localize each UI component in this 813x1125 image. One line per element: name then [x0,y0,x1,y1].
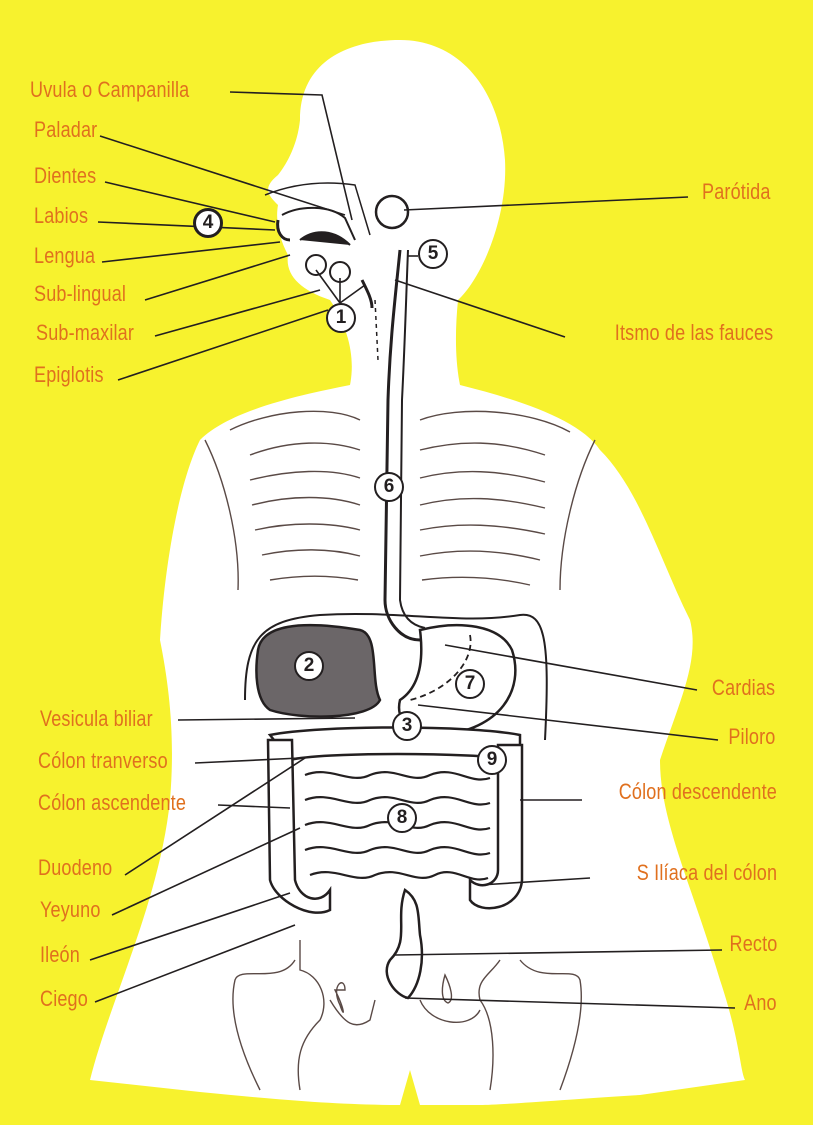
ribcage [204,410,596,591]
label-recto: Recto [729,931,777,956]
label-ileon: Ileón [40,942,80,967]
marker-2: 2 [294,651,324,681]
label-ciego: Ciego [40,986,88,1011]
label-labios: Labios [34,203,89,228]
label-dientes: Dientes [34,163,97,188]
label-uvula: Uvula o Campanilla [30,77,190,102]
label-colon-transverso: Cólon tranverso [38,748,168,773]
label-vesicula-biliar: Vesicula biliar [40,706,153,731]
diaphragm [244,612,548,741]
parotid-gland [374,194,410,230]
label-ano: Ano [744,990,777,1015]
marker-6: 6 [374,472,404,502]
label-parotida: Parótida [702,179,771,204]
marker-3: 3 [392,711,422,741]
label-cardias: Cardias [711,675,775,700]
marker-5: 5 [418,239,448,269]
label-yeyuno: Yeyuno [40,897,101,922]
marker-9: 9 [477,745,507,775]
label-piloro: Piloro [727,724,775,749]
label-lengua: Lengua [34,243,96,268]
marker-7: 7 [455,669,485,699]
esophagus [374,249,426,642]
label-paladar: Paladar [34,117,98,142]
pelvis [232,940,582,1091]
label-duodeno: Duodeno [38,855,113,880]
sublingual-gland [305,254,327,276]
label-s-iliaca: S Ilíaca del cólon [636,860,777,885]
marker-8: 8 [387,803,417,833]
label-sub-lingual: Sub-lingual [34,281,127,306]
label-colon-ascendente: Cólon ascendente [38,790,187,815]
body-silhouette [90,40,745,1105]
label-colon-descendente: Cólon descendente [618,779,777,804]
marker-1: 1 [326,303,356,333]
marker-4: 4 [193,208,223,238]
large-intestine [266,726,524,914]
label-sub-maxilar: Sub-maxilar [36,320,135,345]
label-itsmo-fauces: Itsmo de las fauces [614,320,773,345]
leader-lines [89,91,736,1009]
label-epiglotis: Epiglotis [34,362,104,387]
